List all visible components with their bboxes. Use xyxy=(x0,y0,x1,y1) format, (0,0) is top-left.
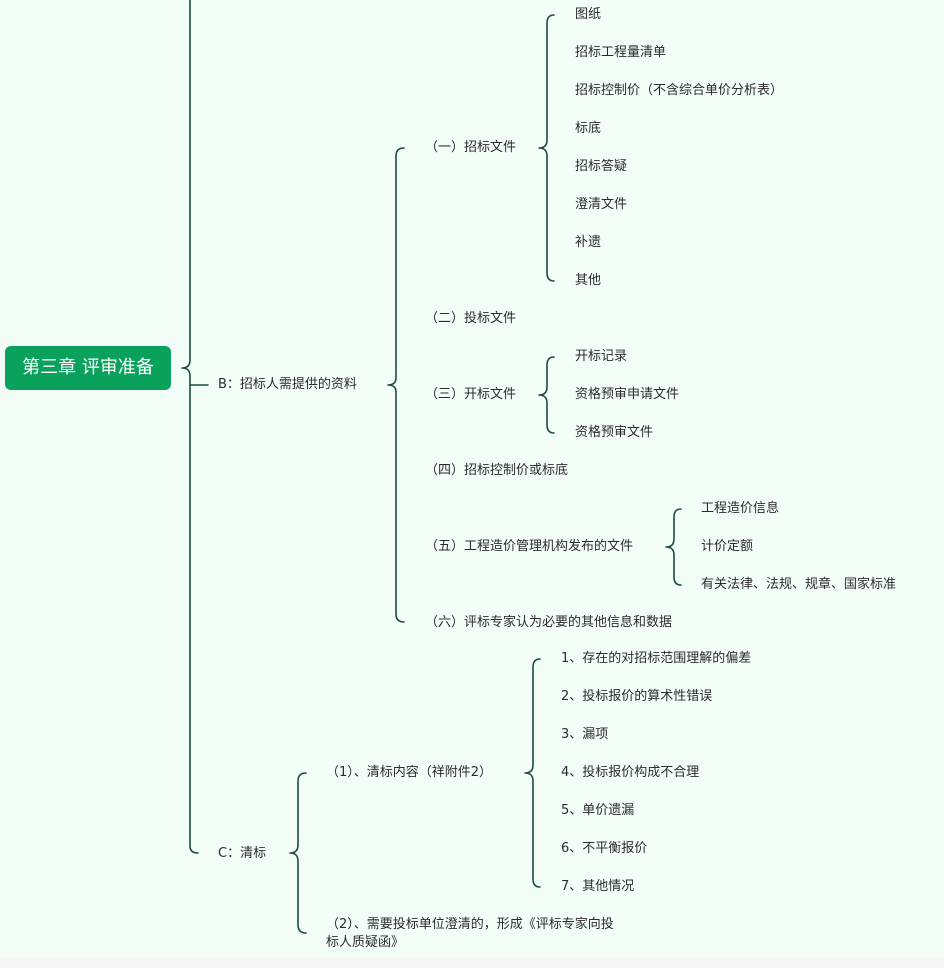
b5-child[interactable]: 计价定额 xyxy=(701,539,754,554)
b3-child[interactable]: 开标记录 xyxy=(575,349,628,364)
b3-bracket xyxy=(538,356,555,434)
b-item-1[interactable]: （一）招标文件 xyxy=(425,140,517,155)
b-item-3[interactable]: （三）开标文件 xyxy=(425,387,517,402)
c-item-1[interactable]: （1）、清标内容（祥附件2） xyxy=(326,765,493,780)
c1-child[interactable]: 1、存在的对招标范围理解的偏差 xyxy=(561,651,752,666)
c-item-2[interactable]: （2）、需要投标单位澄清的，形成《评标专家向投标人质疑函》 xyxy=(326,917,614,950)
c1-child[interactable]: 7、其他情况 xyxy=(561,879,635,894)
b3-child[interactable]: 资格预审文件 xyxy=(575,425,654,440)
root-node[interactable]: 第三章 评审准备 xyxy=(5,346,171,390)
b1-bracket xyxy=(538,14,555,282)
branch-c[interactable]: C：清标 xyxy=(218,846,267,861)
b1-child[interactable]: 招标工程量清单 xyxy=(575,45,667,60)
b-bracket xyxy=(387,147,405,623)
c1-bracket xyxy=(524,658,541,888)
b-item-5[interactable]: （五）工程造价管理机构发布的文件 xyxy=(425,539,634,554)
c-bracket xyxy=(289,772,307,934)
c1-child[interactable]: 2、投标报价的算术性错误 xyxy=(561,689,713,704)
c1-child[interactable]: 6、不平衡报价 xyxy=(561,841,648,856)
b1-child[interactable]: 图纸 xyxy=(575,7,602,22)
c1-child[interactable]: 5、单价遗漏 xyxy=(561,803,635,818)
b5-child[interactable]: 有关法律、法规、规章、国家标准 xyxy=(701,577,897,592)
c1-child[interactable]: 4、投标报价构成不合理 xyxy=(561,765,700,780)
b-item-6[interactable]: （六）评标专家认为必要的其他信息和数据 xyxy=(425,615,673,630)
b5-child[interactable]: 工程造价信息 xyxy=(701,501,780,516)
b5-bracket xyxy=(665,508,682,586)
b-item-4[interactable]: （四）招标控制价或标底 xyxy=(425,463,569,478)
b1-child[interactable]: 补遗 xyxy=(575,235,602,250)
root-bracket xyxy=(181,0,199,854)
bottom-scrollbar-track[interactable] xyxy=(0,958,944,968)
branch-b[interactable]: B：招标人需提供的资料 xyxy=(218,377,357,392)
b-item-2[interactable]: （二）投标文件 xyxy=(425,311,517,326)
b1-child[interactable]: 澄清文件 xyxy=(575,197,628,212)
c1-child[interactable]: 3、漏项 xyxy=(561,727,609,742)
b1-child[interactable]: 招标答疑 xyxy=(575,159,628,174)
b1-child[interactable]: 标底 xyxy=(575,121,602,136)
b3-child[interactable]: 资格预审申请文件 xyxy=(575,387,680,402)
b1-child[interactable]: 其他 xyxy=(575,273,602,288)
b1-child[interactable]: 招标控制价（不含综合单价分析表） xyxy=(575,83,784,98)
